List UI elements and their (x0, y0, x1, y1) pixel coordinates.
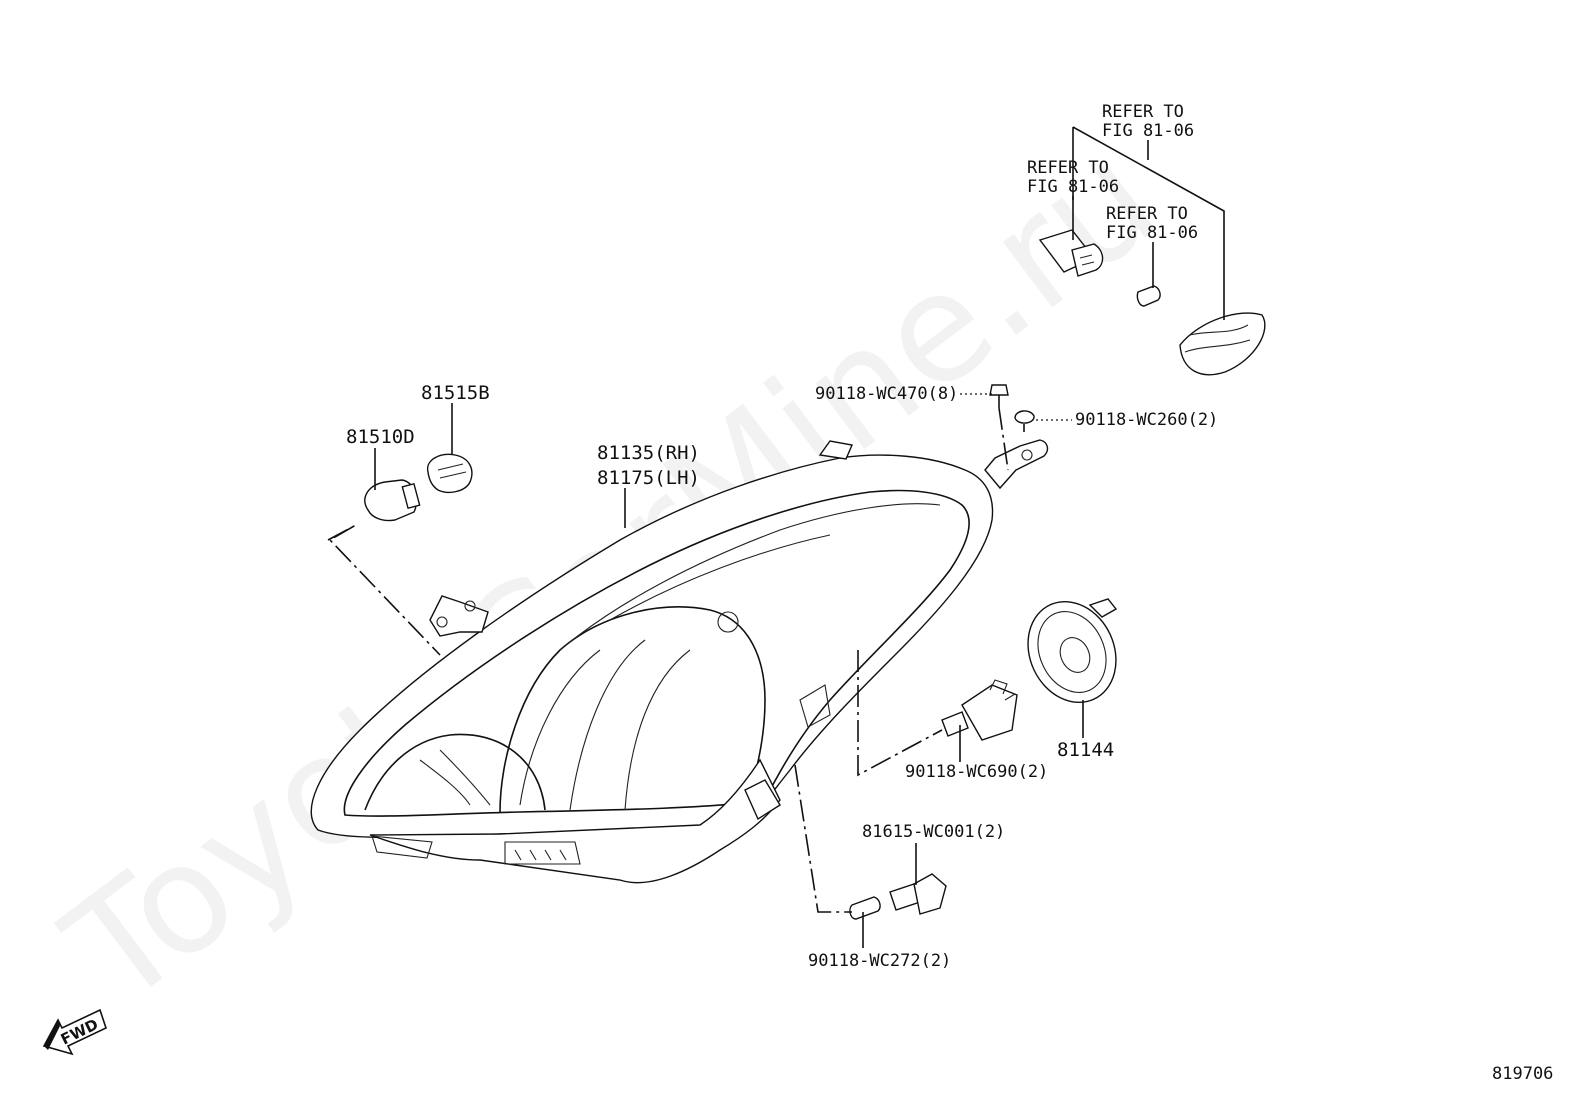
refer-mid-line1: REFER TO (1106, 204, 1188, 224)
callout-refer-top: REFER TO FIG 81-06 (1102, 102, 1194, 141)
refer-left-line1: REFER TO (1027, 158, 1109, 178)
refer-top-line2: FIG 81-06 (1102, 121, 1194, 141)
bulb-90118-wc272 (849, 896, 881, 920)
turn-signal-bulb (364, 479, 421, 522)
label-81615-wc001: 81615-WC001(2) (862, 822, 1005, 842)
refer-mid-line2: FIG 81-06 (1106, 223, 1198, 243)
clip-90118-wc260 (1014, 410, 1035, 432)
label-81515b: 81515B (421, 382, 490, 404)
figure-number: 819706 (1492, 1064, 1553, 1084)
screw-90118-wc470 (989, 384, 1009, 408)
callout-refer-mid: REFER TO FIG 81-06 (1106, 204, 1198, 243)
label-90118-wc272: 90118-WC272(2) (808, 951, 951, 971)
label-81510d: 81510D (346, 426, 415, 448)
headlamp-bulb-90118-wc690 (941, 679, 1018, 741)
turn-signal-socket (426, 453, 473, 494)
socket-81615-wc001 (889, 873, 947, 915)
side-marker-socket (1038, 229, 1104, 277)
leader-lines (327, 126, 1225, 948)
side-marker-bulb (1136, 285, 1161, 307)
callout-refer-left: REFER TO FIG 81-06 (1027, 158, 1119, 197)
headlamp-assembly-drawing (310, 439, 1049, 884)
headlamp-cover-81144 (1027, 598, 1118, 704)
refer-left-line2: FIG 81-06 (1027, 177, 1119, 197)
fwd-arrow-icon: FWD (42, 1008, 107, 1056)
label-81135-rh: 81135(RH) (597, 442, 700, 464)
label-81175-lh: 81175(LH) (597, 467, 700, 489)
label-90118-wc690: 90118-WC690(2) (905, 762, 1048, 782)
label-90118-wc260: 90118-WC260(2) (1075, 410, 1218, 430)
label-90118-wc470: 90118-WC470(8) (815, 384, 958, 404)
refer-top-line1: REFER TO (1102, 102, 1184, 122)
label-81144: 81144 (1057, 739, 1114, 761)
side-marker-lamp (1179, 312, 1266, 376)
